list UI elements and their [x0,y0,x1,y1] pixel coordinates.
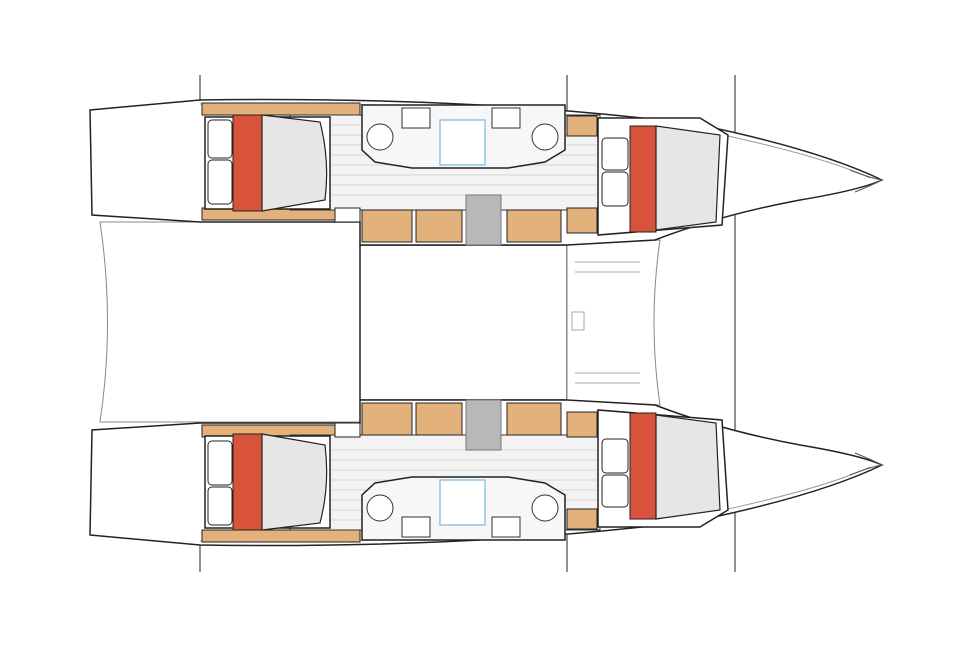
shower [439,119,486,166]
deck-hatch-lines [571,261,640,384]
pillow [601,438,629,474]
saloon [359,244,568,401]
bed-mattress [655,414,721,520]
locker [334,422,361,438]
stairs [465,399,502,451]
port-hull [89,399,884,547]
locker [415,402,463,436]
bed-cover [629,412,657,520]
starboard-hull [89,98,884,246]
sink [491,516,521,538]
locker [415,209,463,243]
toilet [366,494,394,522]
locker [566,207,598,234]
toilet [366,123,394,151]
cockpit-outline [99,221,361,423]
locker [506,402,562,436]
pillow [601,137,629,171]
wood-trim [201,529,361,543]
sink [401,107,431,129]
bridgedeck [99,221,661,423]
pillow [601,171,629,207]
pillow [207,119,233,159]
wood-trim [201,102,361,116]
locker [334,207,361,223]
bed-cover [232,114,263,212]
toilet [531,494,559,522]
pillow [207,440,233,486]
pillow [207,486,233,526]
locker [361,402,413,436]
shower [439,479,486,526]
stairs [465,194,502,246]
bed-cover [232,433,263,531]
bed-cover [629,125,657,233]
toilet [531,123,559,151]
bed-mattress [655,125,721,231]
locker [566,508,598,530]
bed-mattress [261,114,328,212]
sink [401,516,431,538]
locker [566,115,598,137]
locker [361,209,413,243]
bow-tip [849,169,884,193]
forward-deck [566,239,661,406]
pillow [601,474,629,508]
locker [506,209,562,243]
locker [566,411,598,438]
bed-mattress [261,433,328,531]
sink [491,107,521,129]
bow-tip [849,452,884,476]
pillow [207,159,233,205]
